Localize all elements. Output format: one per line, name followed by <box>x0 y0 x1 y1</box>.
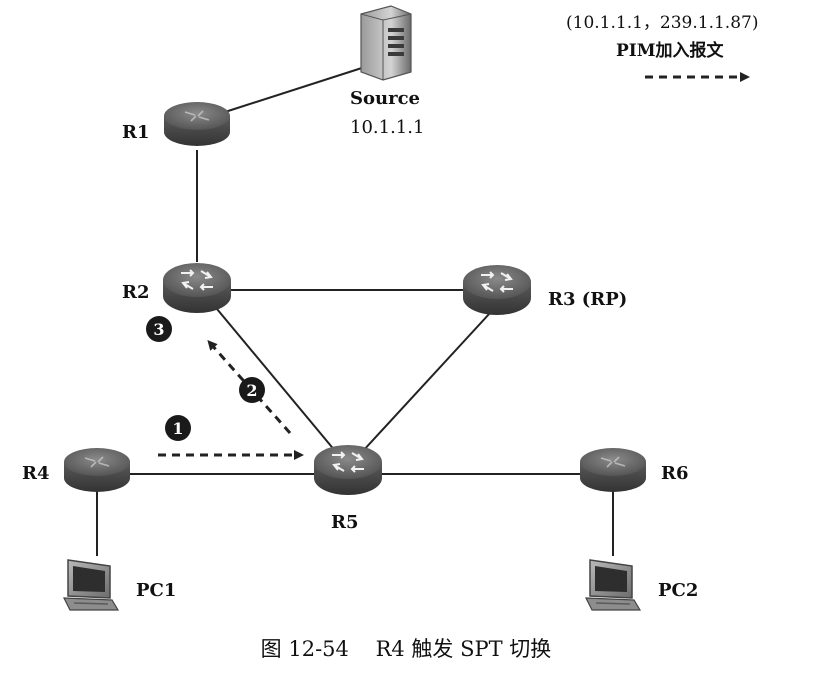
svg-text:2: 2 <box>246 381 257 400</box>
router-r3-label: R3 (RP) <box>548 289 627 310</box>
router-r4-label: R4 <box>22 463 49 484</box>
host-pc1 <box>63 559 119 611</box>
legend: (10.1.1.1，239.1.1.87) PIM加入报文 <box>566 13 758 82</box>
source-server <box>360 5 412 81</box>
link-r2-r5 <box>211 302 337 453</box>
router-r6-label: R6 <box>661 463 688 484</box>
step-badge-2: 2 <box>239 377 265 403</box>
links <box>96 65 614 556</box>
router-r4 <box>63 447 131 493</box>
svg-text:1: 1 <box>172 419 183 438</box>
router-r2-label: R2 <box>122 282 149 303</box>
link-r1-source <box>224 65 369 113</box>
source-label: Source <box>350 88 420 109</box>
step-badge-3: 3 <box>146 316 172 342</box>
router-r3 <box>462 264 532 316</box>
svg-text:3: 3 <box>153 320 164 339</box>
router-r1 <box>163 101 231 147</box>
host-pc2 <box>585 559 641 611</box>
legend-message: PIM加入报文 <box>616 40 725 61</box>
router-r6 <box>579 447 647 493</box>
figure-caption: 图 12-54 R4 触发 SPT 切换 <box>261 637 552 661</box>
step-badge-1: 1 <box>165 415 191 441</box>
router-r5-label: R5 <box>331 512 358 533</box>
source-ip: 10.1.1.1 <box>350 117 424 138</box>
router-r1-label: R1 <box>122 122 149 143</box>
host-pc1-label: PC1 <box>136 580 176 601</box>
legend-group: (10.1.1.1，239.1.1.87) <box>566 13 758 33</box>
router-r5 <box>313 444 383 496</box>
link-r3-r5 <box>361 312 491 453</box>
router-r2 <box>162 262 232 314</box>
host-pc2-label: PC2 <box>658 580 698 601</box>
